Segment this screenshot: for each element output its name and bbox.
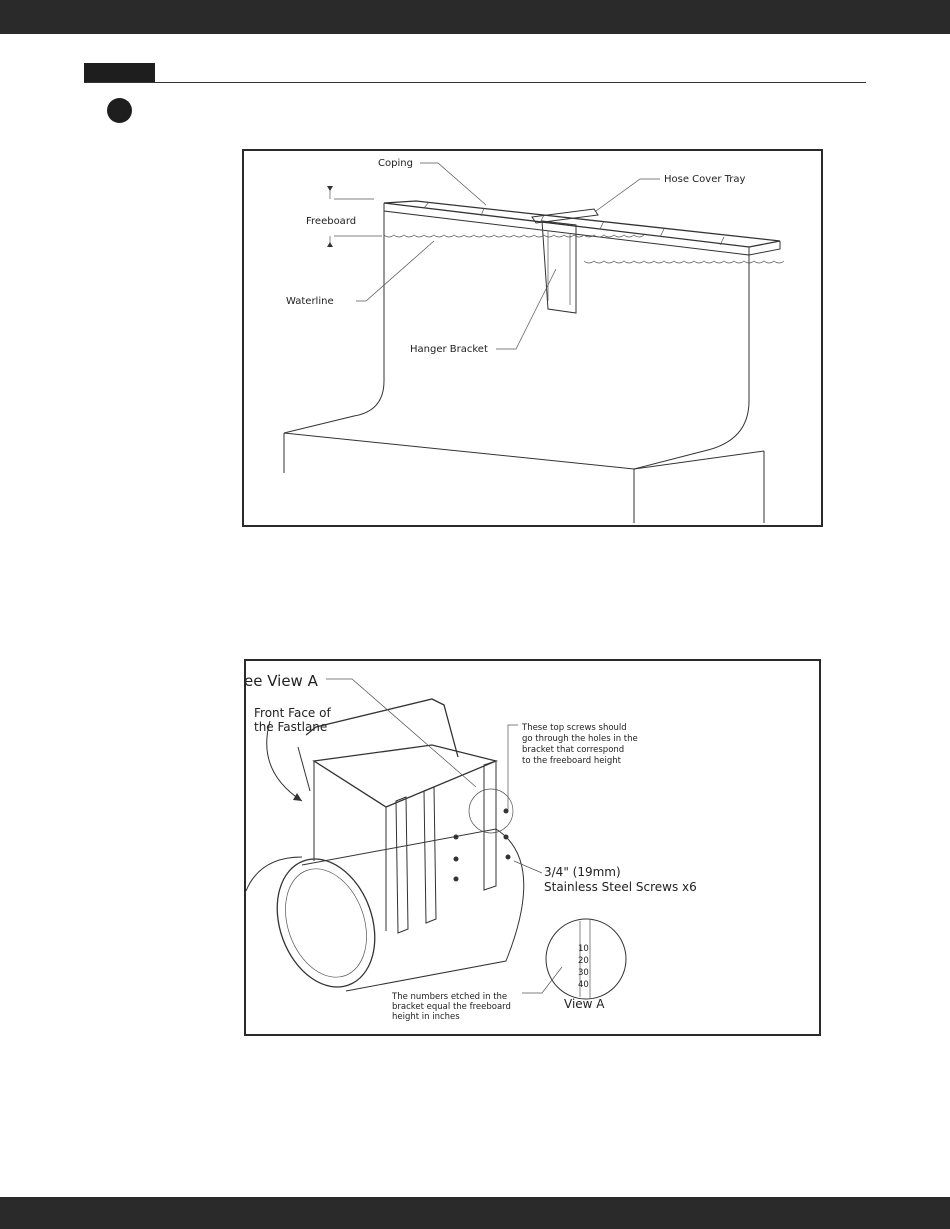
view-a-leader [326, 678, 477, 788]
hanger-bracket-label: Hanger Bracket [410, 344, 488, 355]
numbers-leader [522, 966, 563, 994]
hanger-bracket-strip [483, 760, 497, 891]
coping-front [383, 203, 750, 256]
fan-drum-body [301, 828, 525, 992]
top-screws-note-line4: to the freeboard height [522, 756, 622, 766]
pool-wall-left [283, 211, 385, 434]
view-a-circle [545, 918, 627, 1000]
front-face-label-line2: the Fastlane [254, 720, 327, 734]
pool-wall-drawing: Coping Hose Cover Tray Freeboard Waterli… [283, 158, 785, 523]
section-divider [84, 82, 866, 83]
fastlane-mounting-diagram: 10 20 30 40 ee View A Front Face of the … [244, 659, 821, 1036]
hose-cover-tray-shape [531, 208, 599, 224]
waterline-label: Waterline [286, 296, 334, 307]
top-screws-leader [507, 724, 518, 811]
screws-label-line2: Stainless Steel Screws x6 [544, 880, 697, 894]
screws-leader [513, 860, 543, 874]
step-bullet-icon [107, 98, 132, 123]
view-a-number: 20 [578, 956, 589, 966]
screw-icons [453, 808, 511, 882]
numbers-note-line3: height in inches [392, 1012, 460, 1022]
see-view-a-label: ee View A [246, 672, 319, 690]
waterline-left [383, 234, 645, 238]
hanger-bracket-holes [547, 231, 571, 305]
view-a-number: 30 [578, 968, 589, 978]
hose-cover-tray-leader [595, 178, 660, 212]
top-screws-note-line3: bracket that correspond [522, 745, 624, 755]
fan-grille-inner [285, 868, 367, 978]
header-bar [0, 0, 950, 34]
front-face-arrowhead [293, 793, 302, 801]
rotation-arrow [246, 856, 303, 892]
pool-wall-right [633, 255, 750, 470]
pool-floor [283, 432, 765, 523]
coping-top [383, 200, 781, 248]
fastlane-drawing: 10 20 30 40 ee View A Front Face of the … [246, 672, 697, 1022]
section-tab [84, 63, 155, 83]
screws-label-line1: 3/4" (19mm) [544, 865, 621, 879]
coping-joints [423, 201, 725, 246]
freeboard-label: Freeboard [306, 216, 356, 227]
hanger-bracket-plate [541, 220, 577, 314]
numbers-note-line1: The numbers etched in the [391, 992, 507, 1002]
coping-side [748, 241, 781, 256]
coping-label: Coping [378, 158, 413, 169]
hose-cover-tray-label: Hose Cover Tray [664, 174, 746, 185]
pool-wall-diagram: Coping Hose Cover Tray Freeboard Waterli… [242, 149, 823, 527]
view-a-label: View A [564, 997, 605, 1011]
front-face-label-line1: Front Face of [254, 706, 331, 720]
view-a-number: 40 [578, 980, 589, 990]
waterline-right [583, 260, 785, 264]
view-a-bracket [579, 919, 591, 999]
hanger-bracket-leader [496, 268, 557, 350]
top-screws-note-line1: These top screws should [521, 723, 627, 733]
handle-side [297, 746, 311, 792]
freeboard-dimension [329, 187, 382, 246]
top-screws-note-line2: go through the holes in the [522, 734, 638, 744]
fan-grille-front [276, 858, 376, 988]
waterline-leader [356, 240, 435, 302]
footer-bar [0, 1197, 950, 1229]
carry-handle [305, 698, 459, 758]
front-face-arrow [266, 720, 303, 802]
coping-leader [420, 162, 487, 206]
view-a-callout-ring [468, 788, 514, 834]
numbers-note-line2: bracket equal the freeboard [392, 1002, 511, 1012]
view-a-number: 10 [578, 944, 589, 954]
bracket-uprights [395, 786, 437, 934]
